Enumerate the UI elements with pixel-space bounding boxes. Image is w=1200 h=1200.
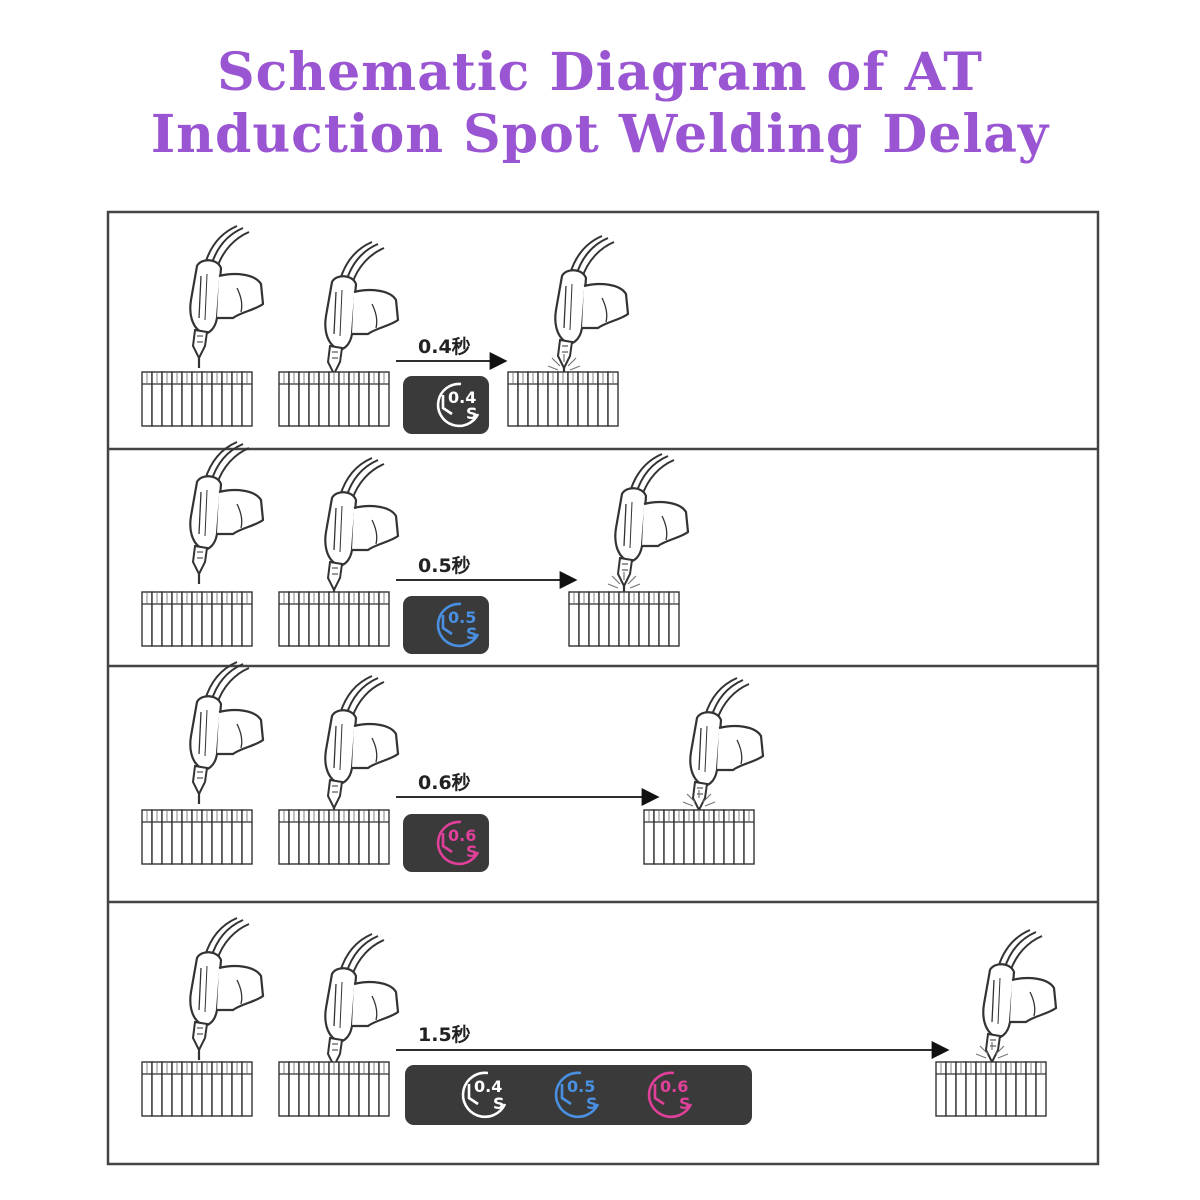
delay-label: 1.5秒 (418, 1023, 471, 1046)
row-1: 0.4秒 0.4 S (142, 226, 628, 434)
clock-unit: S (679, 1094, 691, 1113)
welding-gun-icon (190, 442, 263, 584)
battery-cells-icon (142, 592, 252, 646)
welding-gun-icon (555, 236, 628, 378)
welding-gun-icon (190, 226, 263, 368)
row-3: 0.6秒 0.6 S (142, 662, 763, 872)
clock-unit: S (493, 1094, 505, 1113)
battery-cells-icon (279, 372, 389, 426)
battery-cells-icon (142, 1062, 252, 1116)
welding-gun-icon (325, 934, 398, 1076)
delay-label: 0.5秒 (418, 554, 471, 577)
battery-cells-icon (279, 1062, 389, 1116)
frame (108, 212, 1098, 1164)
battery-cells-icon (644, 810, 754, 864)
battery-cells-icon (569, 592, 679, 646)
battery-cells-icon (279, 810, 389, 864)
clock-unit: S (466, 842, 478, 861)
welding-gun-icon (690, 678, 763, 820)
delay-label: 0.6秒 (418, 771, 471, 794)
welding-gun-icon (983, 930, 1056, 1072)
row-2: 0.5秒 0.5 S (142, 442, 688, 654)
row-4: 1.5秒 0.4 S 0.5 S 0.6 S (142, 918, 1056, 1125)
welding-gun-icon (615, 454, 688, 596)
clock-unit: S (466, 624, 478, 643)
welding-gun-icon (325, 676, 398, 818)
battery-cells-icon (142, 810, 252, 864)
welding-gun-icon (190, 662, 263, 804)
clock-unit: S (466, 404, 478, 423)
welding-gun-icon (325, 458, 398, 600)
welding-gun-icon (190, 918, 263, 1060)
battery-cells-icon (508, 372, 618, 426)
delay-label: 0.4秒 (418, 335, 471, 358)
clock-unit: S (586, 1094, 598, 1113)
welding-gun-icon (325, 242, 398, 384)
battery-cells-icon (279, 592, 389, 646)
battery-cells-icon (142, 372, 252, 426)
battery-cells-icon (936, 1062, 1046, 1116)
